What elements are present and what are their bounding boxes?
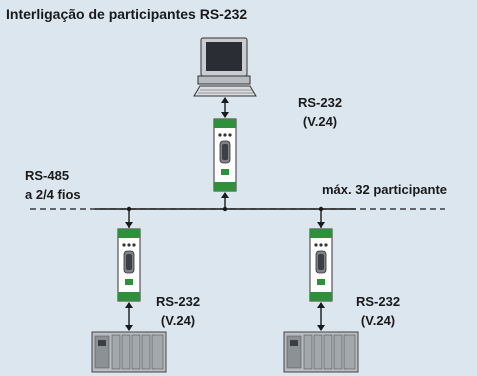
- link-bus-left-module: [125, 206, 133, 228]
- rs232-label-right-line2: (V.24): [360, 313, 396, 328]
- rs232-label-left-line2: (V.24): [160, 313, 196, 328]
- rs232-label-right-line1: RS-232: [356, 294, 401, 309]
- rs232-label-top-line2: (V.24): [302, 114, 338, 129]
- max-participants-label: máx. 32 participante: [322, 182, 447, 197]
- rs485-label-line1: RS-485: [25, 168, 70, 183]
- converter-module-right: [309, 228, 333, 302]
- link-bus-right-module: [317, 206, 325, 228]
- converter-module-top: [213, 118, 237, 192]
- rs485-label-line2: a 2/4 fios: [25, 187, 81, 202]
- link-left-module-plc: [125, 302, 133, 331]
- plc-device-icon-left: [91, 331, 167, 373]
- link-right-module-plc: [317, 302, 325, 331]
- rs232-label-top-line1: RS-232: [298, 95, 343, 110]
- plc-device-icon-right: [283, 331, 359, 373]
- rs232-label-top: RS-232 (V.24): [298, 93, 342, 131]
- rs485-label: RS-485 a 2/4 fios: [25, 166, 81, 204]
- rs232-label-left-line1: RS-232: [156, 294, 201, 309]
- converter-module-left: [117, 228, 141, 302]
- diagram-title: Interligação de participantes RS-232: [6, 6, 248, 22]
- link-computer-module: [221, 97, 229, 118]
- rs232-label-right: RS-232 (V.24): [356, 292, 400, 330]
- link-top-bus: [221, 192, 229, 212]
- rs232-label-left: RS-232 (V.24): [156, 292, 200, 330]
- computer-icon: [193, 37, 257, 97]
